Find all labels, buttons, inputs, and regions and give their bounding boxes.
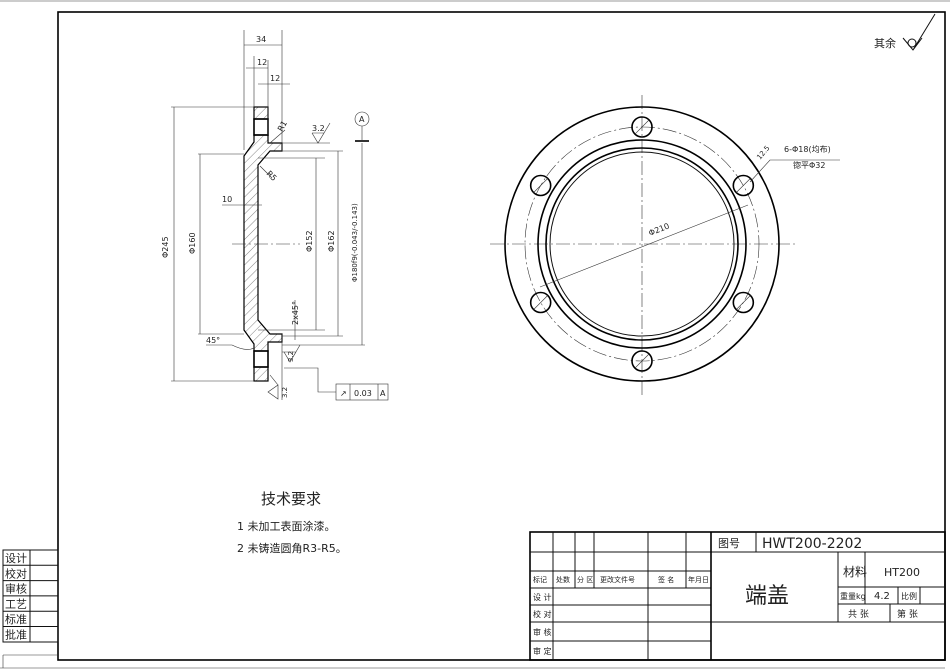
svg-text:Φ210: Φ210 <box>647 221 670 237</box>
roughness-symbol-icon <box>902 13 936 51</box>
svg-text:45°: 45° <box>206 336 220 345</box>
part-name: 端盖 <box>745 584 789 609</box>
svg-text:图号: 图号 <box>718 537 740 550</box>
svg-text:共 张: 共 张 <box>848 609 869 620</box>
svg-text:34: 34 <box>256 35 266 44</box>
svg-text:Φ160: Φ160 <box>188 232 197 254</box>
svg-text:12.5: 12.5 <box>755 144 771 161</box>
svg-text:10: 10 <box>222 195 232 204</box>
surface-finish-note: 其余 <box>874 13 936 51</box>
svg-text:年月日: 年月日 <box>688 575 709 584</box>
svg-text:Φ245: Φ245 <box>161 236 170 258</box>
side-table-label: 设计 <box>5 552 27 565</box>
svg-text:0.03: 0.03 <box>354 389 372 398</box>
title-block: 图号 HWT200-2202 端盖 材料 HT200 重量kg 4.2 比例 共… <box>529 531 946 661</box>
svg-text:↗: ↗ <box>340 389 347 398</box>
svg-text:签 名: 签 名 <box>658 575 674 584</box>
svg-text:R1: R1 <box>276 119 289 133</box>
front-view: Φ210 12.5 6-Φ18(均布) 锪平Φ32 <box>490 95 840 395</box>
side-table-label: 标准 <box>5 612 27 626</box>
svg-text:A: A <box>380 389 386 398</box>
svg-text:更改文件号: 更改文件号 <box>600 575 635 584</box>
svg-text:材料: 材料 <box>843 565 867 579</box>
bolt-hole <box>732 291 755 314</box>
side-table-label: 审核 <box>5 582 27 596</box>
svg-text:12: 12 <box>257 58 267 67</box>
svg-text:设 计: 设 计 <box>533 592 552 602</box>
svg-text:Φ180f9(-0.043/-0.143): Φ180f9(-0.043/-0.143) <box>351 203 359 282</box>
svg-text:2x45°: 2x45° <box>291 301 300 325</box>
svg-text:锪平Φ32: 锪平Φ32 <box>793 160 825 170</box>
bolt-hole <box>732 174 755 197</box>
svg-text:Φ162: Φ162 <box>327 230 336 252</box>
bolt-hole <box>631 116 653 138</box>
svg-text:处数: 处数 <box>556 575 570 584</box>
svg-text:比例: 比例 <box>901 591 917 601</box>
svg-text:R5: R5 <box>265 169 279 183</box>
svg-text:3.2: 3.2 <box>312 124 325 133</box>
svg-text:重量kg: 重量kg <box>840 591 866 601</box>
svg-text:校 对: 校 对 <box>533 609 552 619</box>
drawing-frame <box>57 11 946 661</box>
svg-text:2 未铸造圆角R3-R5。: 2 未铸造圆角R3-R5。 <box>237 541 347 555</box>
material: HT200 <box>884 566 920 579</box>
svg-text:审 定: 审 定 <box>533 646 552 656</box>
svg-text:分 区: 分 区 <box>577 575 593 584</box>
technical-requirements: 技术要求 1 未加工表面涂漆。 2 未铸造圆角R3-R5。 <box>237 490 347 555</box>
svg-text:技术要求: 技术要求 <box>261 490 321 508</box>
bolt-hole <box>631 350 653 372</box>
side-table-label: 校对 <box>5 566 27 580</box>
svg-text:标记: 标记 <box>533 575 547 584</box>
drawing-number: HWT200-2202 <box>762 536 862 552</box>
side-table-label: 工艺 <box>5 598 27 611</box>
svg-text:第 张: 第 张 <box>897 608 918 620</box>
bolt-hole <box>529 291 552 314</box>
geometric-tolerance-frame: ↗ 0.03 A <box>335 383 389 401</box>
svg-text:3.2: 3.2 <box>281 387 289 398</box>
section-view: 34 12 12 R1 R5 3.2 A 10 Φ245 Φ160 Φ152 Φ… <box>161 30 389 401</box>
svg-text:3.2: 3.2 <box>287 351 295 362</box>
svg-text:4.2: 4.2 <box>874 591 890 602</box>
svg-text:6-Φ18(均布): 6-Φ18(均布) <box>784 144 831 154</box>
svg-text:A: A <box>359 115 365 124</box>
svg-text:12: 12 <box>270 74 280 83</box>
bolt-hole <box>529 174 552 197</box>
svg-text:审 核: 审 核 <box>533 627 552 637</box>
side-table-label: 批准 <box>5 628 27 642</box>
svg-text:Φ152: Φ152 <box>305 230 314 252</box>
svg-text:其余: 其余 <box>874 36 896 50</box>
svg-text:1 未加工表面涂漆。: 1 未加工表面涂漆。 <box>237 519 336 533</box>
